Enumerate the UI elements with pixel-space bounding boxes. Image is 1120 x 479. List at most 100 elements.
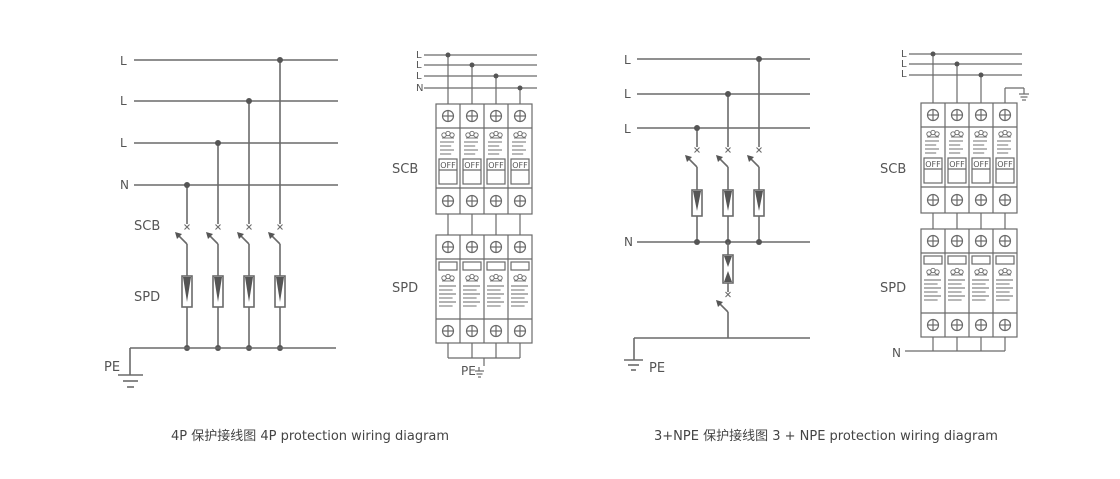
junction-dot [725, 91, 731, 97]
terminal-screw-icon [489, 240, 503, 254]
switch-state-label: OFF [440, 161, 456, 170]
spd-module [435, 234, 533, 344]
brand-logo-icon [513, 273, 527, 282]
terminal-screw-icon [441, 240, 455, 254]
bus-label-n: N [120, 178, 129, 192]
junction-dot [215, 140, 221, 146]
terminal-screw-icon [513, 324, 527, 338]
switch-state-label: OFF [925, 160, 941, 169]
switch-state-label: OFF [997, 160, 1013, 169]
terminal-screw-icon [998, 193, 1012, 207]
scb-switch-toggle: OFF [438, 158, 458, 185]
junction-dot [756, 56, 762, 62]
terminal-screw-icon [926, 108, 940, 122]
brand-logo-icon [465, 273, 479, 282]
brand-logo-icon [441, 273, 455, 282]
scb-switch-toggle: OFF [486, 158, 506, 185]
brand-logo-icon [950, 129, 964, 138]
status-window [923, 255, 943, 265]
status-window [486, 261, 506, 271]
breaker-switch-icon [237, 232, 250, 276]
module-n-label: N [892, 346, 901, 360]
junction-dot [184, 182, 190, 188]
bus-label-l2: L [120, 94, 127, 108]
schematic-4p: L L L N SCB SPD PE [104, 54, 338, 388]
phase-branch [175, 182, 193, 351]
terminal-screw-icon [998, 108, 1012, 122]
brand-logo-icon [489, 130, 503, 139]
module-scb-label: SCB [880, 162, 906, 177]
bus-label-l1: L [120, 54, 127, 68]
spd-symbol [212, 275, 224, 308]
bus-label-l3: L [624, 122, 631, 136]
module-pe-label: PE [461, 364, 476, 378]
switch-state-label: OFF [488, 161, 504, 170]
phase-branch [206, 140, 224, 351]
breaker-cross-icon [246, 224, 252, 230]
breaker-switch-icon [206, 232, 219, 276]
brand-logo-icon [974, 267, 988, 276]
terminal-screw-icon [489, 109, 503, 123]
bus-label-l1: L [624, 53, 631, 67]
terminal-screw-icon [513, 194, 527, 208]
breaker-cross-icon [694, 147, 700, 153]
module-bus-label-l2: L [416, 60, 422, 71]
phase-branch [237, 98, 255, 351]
brand-logo-icon [998, 129, 1012, 138]
ground-icon [118, 374, 143, 388]
module-bus-label-l1: L [416, 50, 422, 61]
status-window [510, 261, 530, 271]
terminal-screw-icon [950, 318, 964, 332]
spd-symbol [181, 275, 193, 308]
junction-dot [954, 61, 960, 67]
spd-symbol [243, 275, 255, 308]
terminal-screw-icon [489, 194, 503, 208]
brand-logo-icon [926, 267, 940, 276]
phase-branch [716, 91, 734, 245]
breaker-cross-icon [725, 147, 731, 153]
junction-dot [930, 51, 936, 57]
terminal-screw-icon [974, 234, 988, 248]
brand-logo-icon [513, 130, 527, 139]
module-scb-label: SCB [392, 162, 418, 177]
status-window [947, 255, 967, 265]
spd-symbol [722, 189, 734, 217]
brand-logo-icon [950, 267, 964, 276]
breaker-switch-icon [268, 232, 281, 276]
scb-switch-toggle: OFF [995, 157, 1015, 184]
module-bus-label-l3: L [416, 71, 422, 82]
status-window [438, 261, 458, 271]
spd-symbol [753, 189, 765, 217]
junction-dot [694, 239, 700, 245]
terminal-screw-icon [926, 193, 940, 207]
breaker-switch-icon [685, 155, 698, 190]
npe-spd-arrow-up [724, 271, 732, 282]
spd-module [920, 228, 1018, 338]
pe-label: PE [649, 361, 665, 376]
module-ground-icon [475, 367, 484, 378]
terminal-screw-icon [441, 109, 455, 123]
scb-switch-toggle: OFF [462, 158, 482, 185]
terminal-screw-icon [974, 193, 988, 207]
bus-label-n: N [624, 235, 633, 249]
phase-branch [268, 57, 286, 351]
npe-breaker-cross-icon [725, 291, 731, 298]
switch-state-label: OFF [464, 161, 480, 170]
status-window [462, 261, 482, 271]
junction-dot [493, 73, 499, 79]
module-bus-label-l2: L [901, 59, 907, 70]
breaker-cross-icon [184, 224, 190, 230]
junction-dot [277, 57, 283, 63]
scb-switch-toggle: OFF [947, 157, 967, 184]
brand-logo-icon [465, 130, 479, 139]
status-window [995, 255, 1015, 265]
brand-logo-icon [489, 273, 503, 282]
npe-spd-arrow-down [724, 256, 732, 267]
terminal-screw-icon [926, 234, 940, 248]
spd-symbol [274, 275, 286, 308]
